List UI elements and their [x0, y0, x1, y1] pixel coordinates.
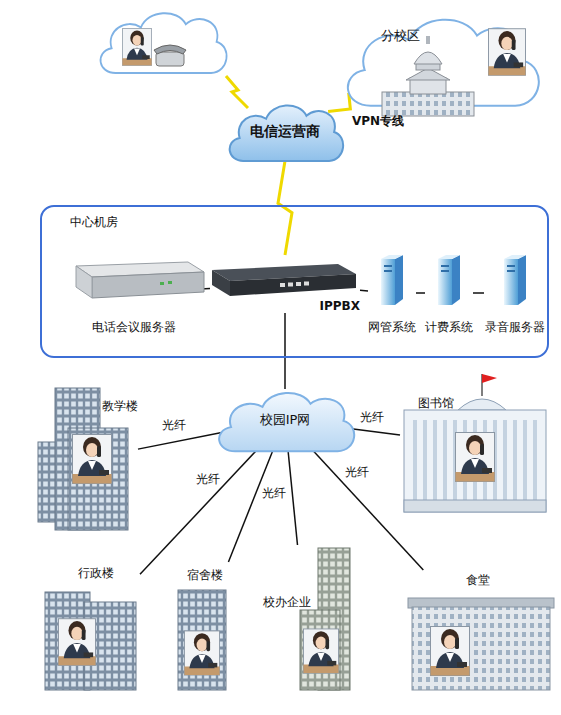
node-label: 录音服务器: [474, 320, 556, 334]
conference-server: 电话会议服务器: [68, 252, 200, 334]
library-building: 图书馆: [400, 372, 548, 517]
canteen-building: 食堂: [410, 570, 552, 695]
teaching-building: 教学楼: [38, 385, 138, 533]
enterprise-building-art: [300, 548, 350, 690]
management-server: 网管系统: [368, 252, 416, 334]
node-label: 中心机房: [70, 215, 118, 229]
dorm-building-art: [178, 590, 226, 690]
edge-label: 光纤: [162, 418, 186, 432]
node-label: 计费系统: [415, 320, 483, 334]
node-label: 分校区: [381, 28, 420, 44]
cable-line: [284, 313, 286, 389]
node-label: 行政楼: [78, 566, 114, 580]
node-label: 食堂: [466, 573, 490, 587]
edge-label: 光纤: [345, 465, 369, 479]
server-towers: [381, 255, 526, 305]
cable-line: [228, 451, 272, 562]
node-label: 校园IP网: [210, 412, 360, 428]
canteen-building-art: [408, 598, 554, 690]
caller-cloud: [101, 13, 227, 73]
cable-line: [138, 433, 222, 450]
dorm-building: 宿舍楼: [175, 562, 230, 692]
cable-line: [288, 451, 297, 545]
machine-room: 中心机房电话会议服务器 IPPBX 网管系统计费系统录音服务器: [40, 205, 549, 358]
edge-label: 光纤: [262, 486, 286, 500]
cable-line: [200, 288, 210, 290]
teaching-building-art: [38, 388, 128, 530]
wireless-link: [278, 161, 292, 255]
cable-line: [473, 292, 484, 294]
campus-ip-cloud: 校园IP网: [210, 385, 360, 463]
edge-label: 光纤: [196, 472, 220, 486]
node-label: 校办企业: [263, 595, 311, 609]
enterprise-building: 校办企业: [255, 545, 355, 695]
cloud-outline: [335, 8, 547, 123]
library-building-art: [404, 374, 546, 512]
cable-line: [351, 429, 400, 435]
cable-line: [140, 449, 258, 575]
node-label: 电话会议服务器: [58, 320, 210, 334]
node-label: IPPBX: [320, 299, 360, 313]
capitol-building: [382, 29, 526, 116]
conference-server-device: [76, 262, 204, 298]
node-label: 电信运营商: [222, 123, 348, 140]
node-label: 网管系统: [358, 320, 426, 334]
ippbx-box: [212, 264, 356, 296]
edge-label: VPN专线: [352, 114, 404, 128]
cloud-shape: [348, 20, 539, 106]
edge-label: 光纤: [360, 410, 384, 424]
node-label: 教学楼: [102, 399, 138, 413]
node-label: 宿舍楼: [187, 568, 223, 582]
node-label: 图书馆: [418, 396, 454, 410]
cable-line: [360, 290, 368, 292]
billing-server: 计费系统: [425, 252, 473, 334]
admin-building-art: [45, 592, 136, 690]
recording-server: 录音服务器: [484, 252, 546, 334]
ippbx-device: IPPBX: [210, 255, 360, 313]
cable-line: [416, 292, 425, 294]
carrier-cloud: 电信运营商: [222, 98, 348, 172]
wireless-bolt: [226, 76, 248, 108]
admin-building: 行政楼: [40, 560, 140, 695]
cable-line: [312, 449, 424, 570]
branch-campus-cloud: 分校区: [335, 8, 547, 123]
